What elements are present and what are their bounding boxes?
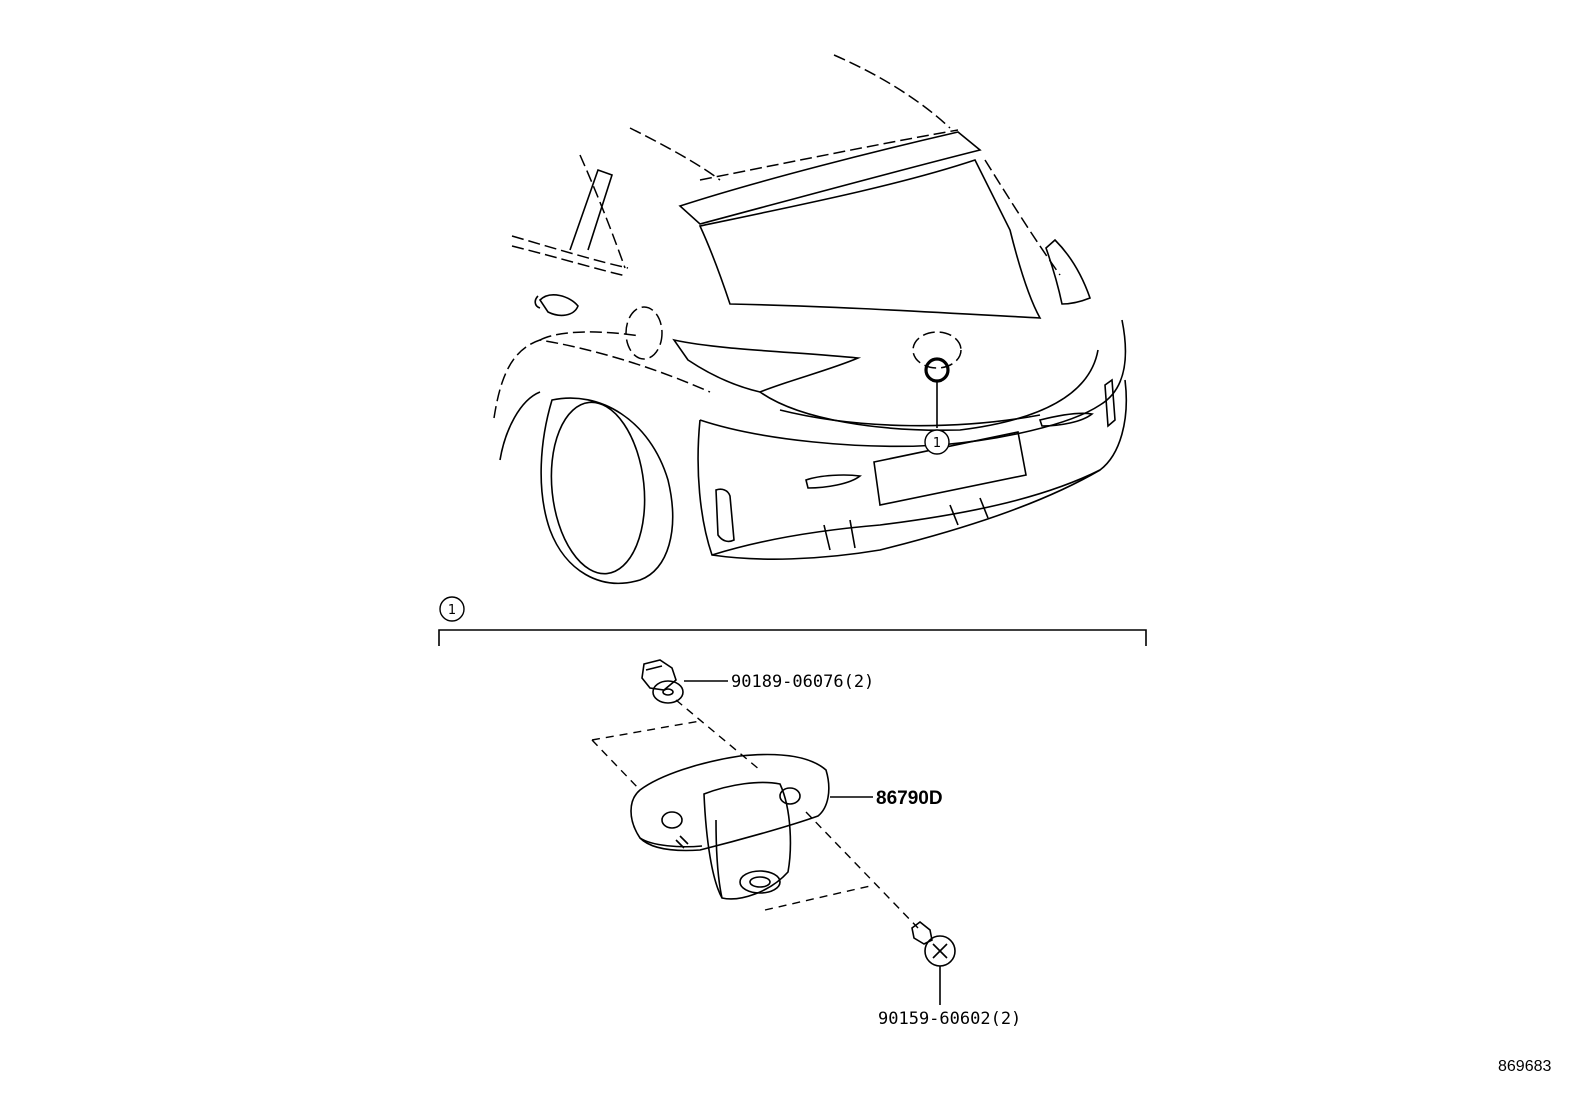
callout-1-group-label: 1 xyxy=(448,603,456,618)
vehicle-rear-view xyxy=(493,54,1128,585)
figure-id: 869683 xyxy=(1498,1058,1551,1075)
screw-part-number[interactable]: 90159-60602(2) xyxy=(878,1009,1021,1029)
clip-install-line xyxy=(675,699,761,771)
callout-1-on-vehicle[interactable]: 1 xyxy=(924,429,950,455)
callout-1-group-header[interactable]: 1 xyxy=(439,596,465,622)
camera-part-number[interactable]: 86790D xyxy=(876,788,943,809)
camera-location-marker xyxy=(924,357,950,383)
group-bracket-line xyxy=(438,629,1147,646)
callout-1-vehicle-label: 1 xyxy=(933,436,941,451)
camera-part-drawing[interactable] xyxy=(591,720,871,911)
screw-install-line xyxy=(805,811,919,929)
clip-part-number[interactable]: 90189-06076(2) xyxy=(731,672,874,692)
screw-part-drawing[interactable] xyxy=(911,920,956,967)
clip-part-drawing[interactable] xyxy=(641,659,684,704)
